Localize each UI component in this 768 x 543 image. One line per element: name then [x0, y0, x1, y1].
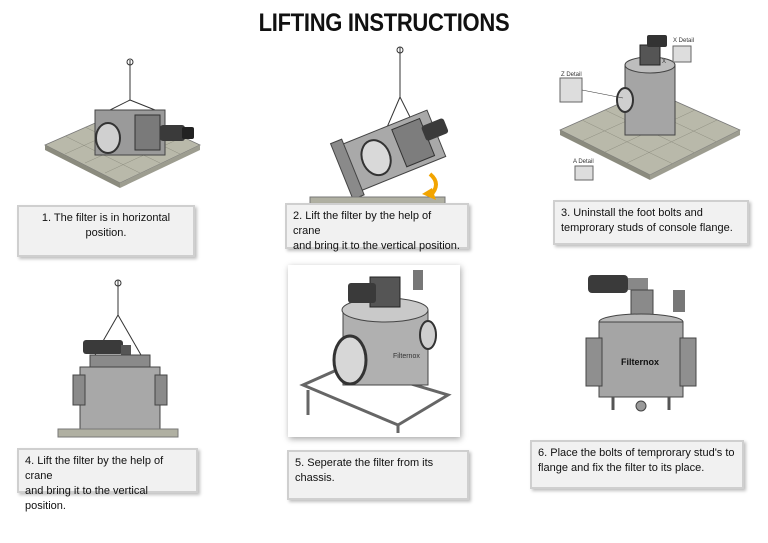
- step6-brand-label: Filternox: [621, 357, 659, 367]
- step1-caption: 1. The filter is in horizontal position.: [17, 205, 195, 257]
- step4-caption: 4. Lift the filter by the help of crane …: [17, 448, 198, 512]
- brand-label: Filternox: [393, 353, 420, 360]
- step6-illustration: Filternox: [585, 275, 697, 412]
- a-detail-label: A Detail: [573, 159, 594, 165]
- page-title: LIFTING INSTRUCTIONS: [258, 8, 510, 37]
- step5-caption: 5. Seperate the filter from its chassis.: [287, 450, 469, 500]
- x-marker-label: X: [662, 59, 666, 65]
- step2-caption: 2. Lift the filter by the help of crane …: [285, 203, 469, 252]
- step2-illustration: [309, 46, 449, 206]
- step3-illustration: Z Detail X Detail X A Detail: [559, 35, 741, 181]
- x-detail-label: X Detail: [673, 38, 694, 44]
- z-detail-label: Z Detail: [561, 72, 582, 78]
- step4-illustration: [57, 279, 179, 438]
- step3-caption: 3. Uninstall the foot bolts and temprora…: [553, 200, 749, 245]
- step6-caption: 6. Place the bolts of temprorary stud's …: [530, 440, 744, 489]
- step5-illustration: Filternox: [288, 265, 460, 437]
- step1-illustration: [44, 58, 201, 188]
